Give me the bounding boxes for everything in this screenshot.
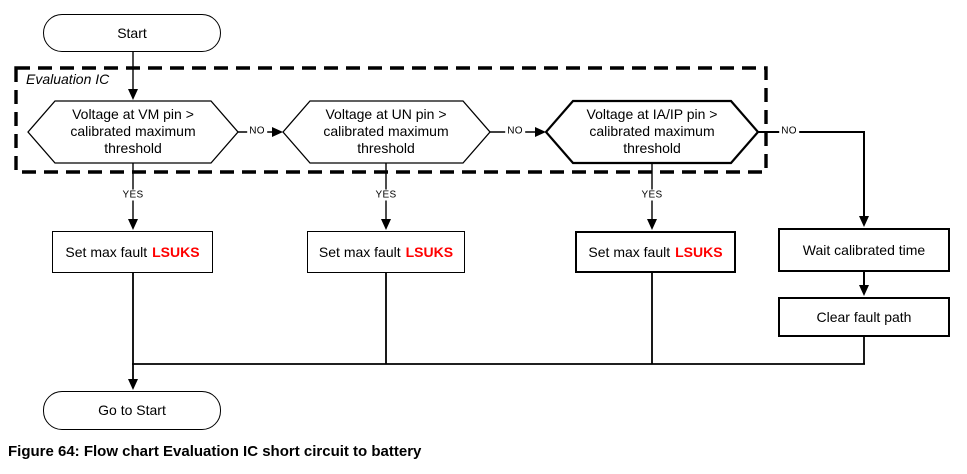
action-clear: Clear fault path bbox=[778, 297, 950, 337]
edge-wait-to-clear bbox=[859, 272, 869, 296]
figure-caption: Figure 64: Flow chart Evaluation IC shor… bbox=[8, 443, 422, 460]
decision-un-shape bbox=[282, 100, 491, 164]
action-set-fault-3: Set max fault LSUKS bbox=[575, 231, 736, 273]
decision-iaip-shape bbox=[544, 99, 760, 165]
node-goto-start: Go to Start bbox=[43, 391, 221, 430]
edge-label-no-2: NO bbox=[505, 125, 525, 137]
action-set-fault-1: Set max fault LSUKS bbox=[52, 231, 213, 273]
set-fault-code: LSUKS bbox=[675, 243, 723, 260]
node-start-label: Start bbox=[117, 24, 147, 41]
evaluation-ic-group-label: Evaluation IC bbox=[26, 71, 110, 87]
edge-label-yes-1: YES bbox=[120, 189, 146, 201]
set-fault-prefix: Set max fault bbox=[65, 243, 148, 260]
node-start: Start bbox=[43, 14, 221, 52]
action-set-fault-2: Set max fault LSUKS bbox=[307, 231, 465, 273]
set-fault-prefix: Set max fault bbox=[318, 243, 401, 260]
action-clear-label: Clear fault path bbox=[816, 308, 912, 325]
edge-label-no-1: NO bbox=[247, 125, 267, 137]
action-wait: Wait calibrated time bbox=[778, 228, 950, 272]
edge-no-iaip-to-wait bbox=[758, 131, 869, 227]
set-fault-code: LSUKS bbox=[405, 243, 454, 260]
edge-label-yes-3: YES bbox=[639, 189, 665, 201]
edge-label-yes-2: YES bbox=[373, 189, 399, 201]
action-wait-label: Wait calibrated time bbox=[802, 241, 926, 258]
evaluation-ic-group-border bbox=[14, 66, 768, 174]
edge-collector bbox=[128, 273, 865, 390]
set-fault-prefix: Set max fault bbox=[588, 243, 671, 260]
set-fault-code: LSUKS bbox=[152, 243, 200, 260]
edge-label-no-3: NO bbox=[779, 125, 799, 137]
edge-start-to-vm bbox=[128, 52, 138, 100]
decision-vm-shape bbox=[27, 100, 239, 164]
node-goto-start-label: Go to Start bbox=[98, 402, 166, 418]
